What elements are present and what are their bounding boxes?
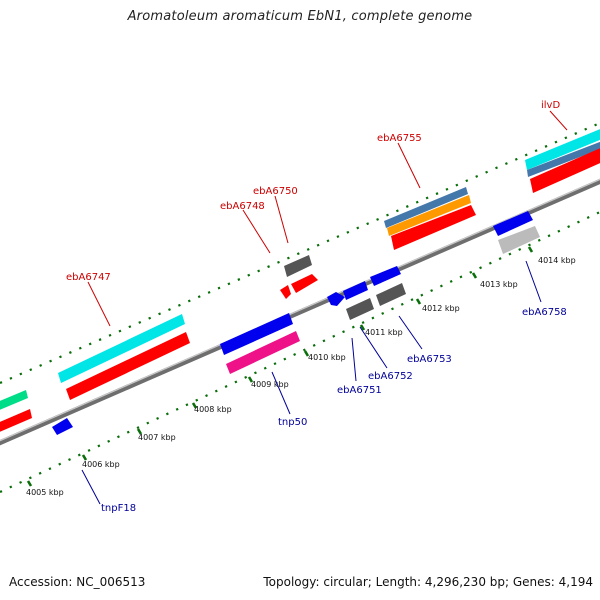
- page-title: Aromatoleum aromaticum EbN1, complete ge…: [127, 9, 473, 24]
- gene-tnp50-blue[interactable]: [220, 313, 293, 355]
- gene-ebA6753-gray[interactable]: [376, 283, 406, 306]
- kbp-label: 4009 kbp: [251, 380, 289, 389]
- kbp-tick: [81, 454, 88, 461]
- kbp-label: 4005 kbp: [26, 488, 64, 497]
- gene-label-ebA6752[interactable]: ebA6752: [368, 371, 413, 382]
- gene-label-ebA6750[interactable]: ebA6750: [253, 186, 298, 197]
- lower-dotted-track: [0, 211, 600, 493]
- gene-ebA6752-blue[interactable]: [343, 281, 368, 300]
- gene-label-tnpF18[interactable]: tnpF18: [101, 503, 136, 514]
- kbp-label: 4006 kbp: [82, 460, 120, 469]
- gene-label-ebA6758[interactable]: ebA6758: [522, 307, 567, 318]
- kbp-label: 4010 kbp: [308, 353, 346, 362]
- upper-annotations: ebA6747 ebA6748 ebA6750 ebA6755 ilvD: [66, 100, 568, 327]
- genome-summary-text: Topology: circular; Length: 4,296,230 bp…: [263, 575, 593, 589]
- kbp-tick: [136, 428, 143, 435]
- gene-label-ebA6748[interactable]: ebA6748: [220, 201, 265, 212]
- kbp-label: 4011 kbp: [365, 328, 403, 337]
- kbp-label: 4014 kbp: [538, 256, 576, 265]
- gene-ebA6751[interactable]: [327, 292, 345, 306]
- kbp-label: 4008 kbp: [194, 405, 232, 414]
- kbp-tick: [247, 376, 254, 383]
- gene-ebA6747-cyan[interactable]: [58, 314, 185, 383]
- kbp-tick: [303, 350, 310, 357]
- gene-ilvD-red[interactable]: [530, 146, 600, 193]
- gene-label-ilvD[interactable]: ilvD: [541, 100, 560, 111]
- accession-text: Accession: NC_006513: [9, 575, 146, 589]
- gene-feature-red[interactable]: [0, 409, 32, 433]
- gene-ebA6755-steel[interactable]: [384, 187, 468, 228]
- kbp-tick: [26, 480, 33, 487]
- lower-features: [52, 211, 540, 435]
- gene-ebA6752-gray[interactable]: [346, 298, 374, 320]
- leader-line: [242, 209, 271, 254]
- gene-ebA6755-red[interactable]: [391, 205, 476, 250]
- gene-ebA6748[interactable]: [280, 285, 291, 299]
- kbp-tick: [191, 402, 198, 409]
- genome-backbone-highlight: [0, 178, 600, 442]
- lower-annotations: tnpF18 tnp50 ebA6751 ebA6752 ebA6753 ebA…: [81, 260, 567, 514]
- leader-line: [398, 315, 423, 350]
- kbp-label: 4007 kbp: [138, 433, 176, 442]
- gene-ilvD-steel[interactable]: [527, 140, 600, 177]
- gene-label-ebA6747[interactable]: ebA6747: [66, 272, 111, 283]
- leader-line: [359, 326, 388, 369]
- gene-ebA6755-orange[interactable]: [387, 195, 471, 236]
- gene-label-ebA6755[interactable]: ebA6755: [377, 133, 422, 144]
- gene-tnpF18[interactable]: [52, 418, 73, 435]
- kbp-tick: [359, 324, 366, 331]
- gene-feature-green[interactable]: [0, 390, 28, 411]
- kbp-tick-labels: 4005 kbp 4006 kbp 4007 kbp 4008 kbp 4009…: [26, 256, 576, 497]
- gene-ebA6758-blue[interactable]: [493, 211, 533, 236]
- gene-label-ebA6753[interactable]: ebA6753: [407, 354, 452, 365]
- gene-tnp50-magenta[interactable]: [226, 331, 300, 374]
- kbp-label: 4012 kbp: [422, 304, 460, 313]
- upper-features: [0, 127, 600, 433]
- genome-backbone: [0, 178, 600, 446]
- gene-ebA6747-red[interactable]: [66, 332, 190, 400]
- kbp-tick: [415, 298, 422, 305]
- gene-ebA6750-red[interactable]: [291, 274, 318, 293]
- gene-ebA6750-gray[interactable]: [284, 255, 312, 277]
- kbp-tick: [527, 246, 534, 253]
- kbp-label: 4013 kbp: [480, 280, 518, 289]
- leader-line: [525, 260, 542, 303]
- gene-label-ebA6751[interactable]: ebA6751: [337, 385, 382, 396]
- gene-ebA6758-silver[interactable]: [498, 226, 540, 254]
- kbp-tick: [471, 272, 478, 279]
- gene-ilvD-cyan[interactable]: [525, 127, 600, 170]
- leader-line: [87, 281, 111, 327]
- kbp-ticks: [26, 246, 534, 487]
- leader-line: [274, 195, 289, 244]
- upper-dotted-track: [0, 121, 600, 385]
- leader-line: [81, 469, 101, 505]
- leader-line: [549, 110, 568, 131]
- gene-ebA6753-blue[interactable]: [370, 266, 401, 286]
- gene-label-tnp50[interactable]: tnp50: [278, 417, 307, 428]
- leader-line: [397, 142, 421, 189]
- leader-line: [351, 337, 357, 382]
- leader-line: [271, 371, 291, 415]
